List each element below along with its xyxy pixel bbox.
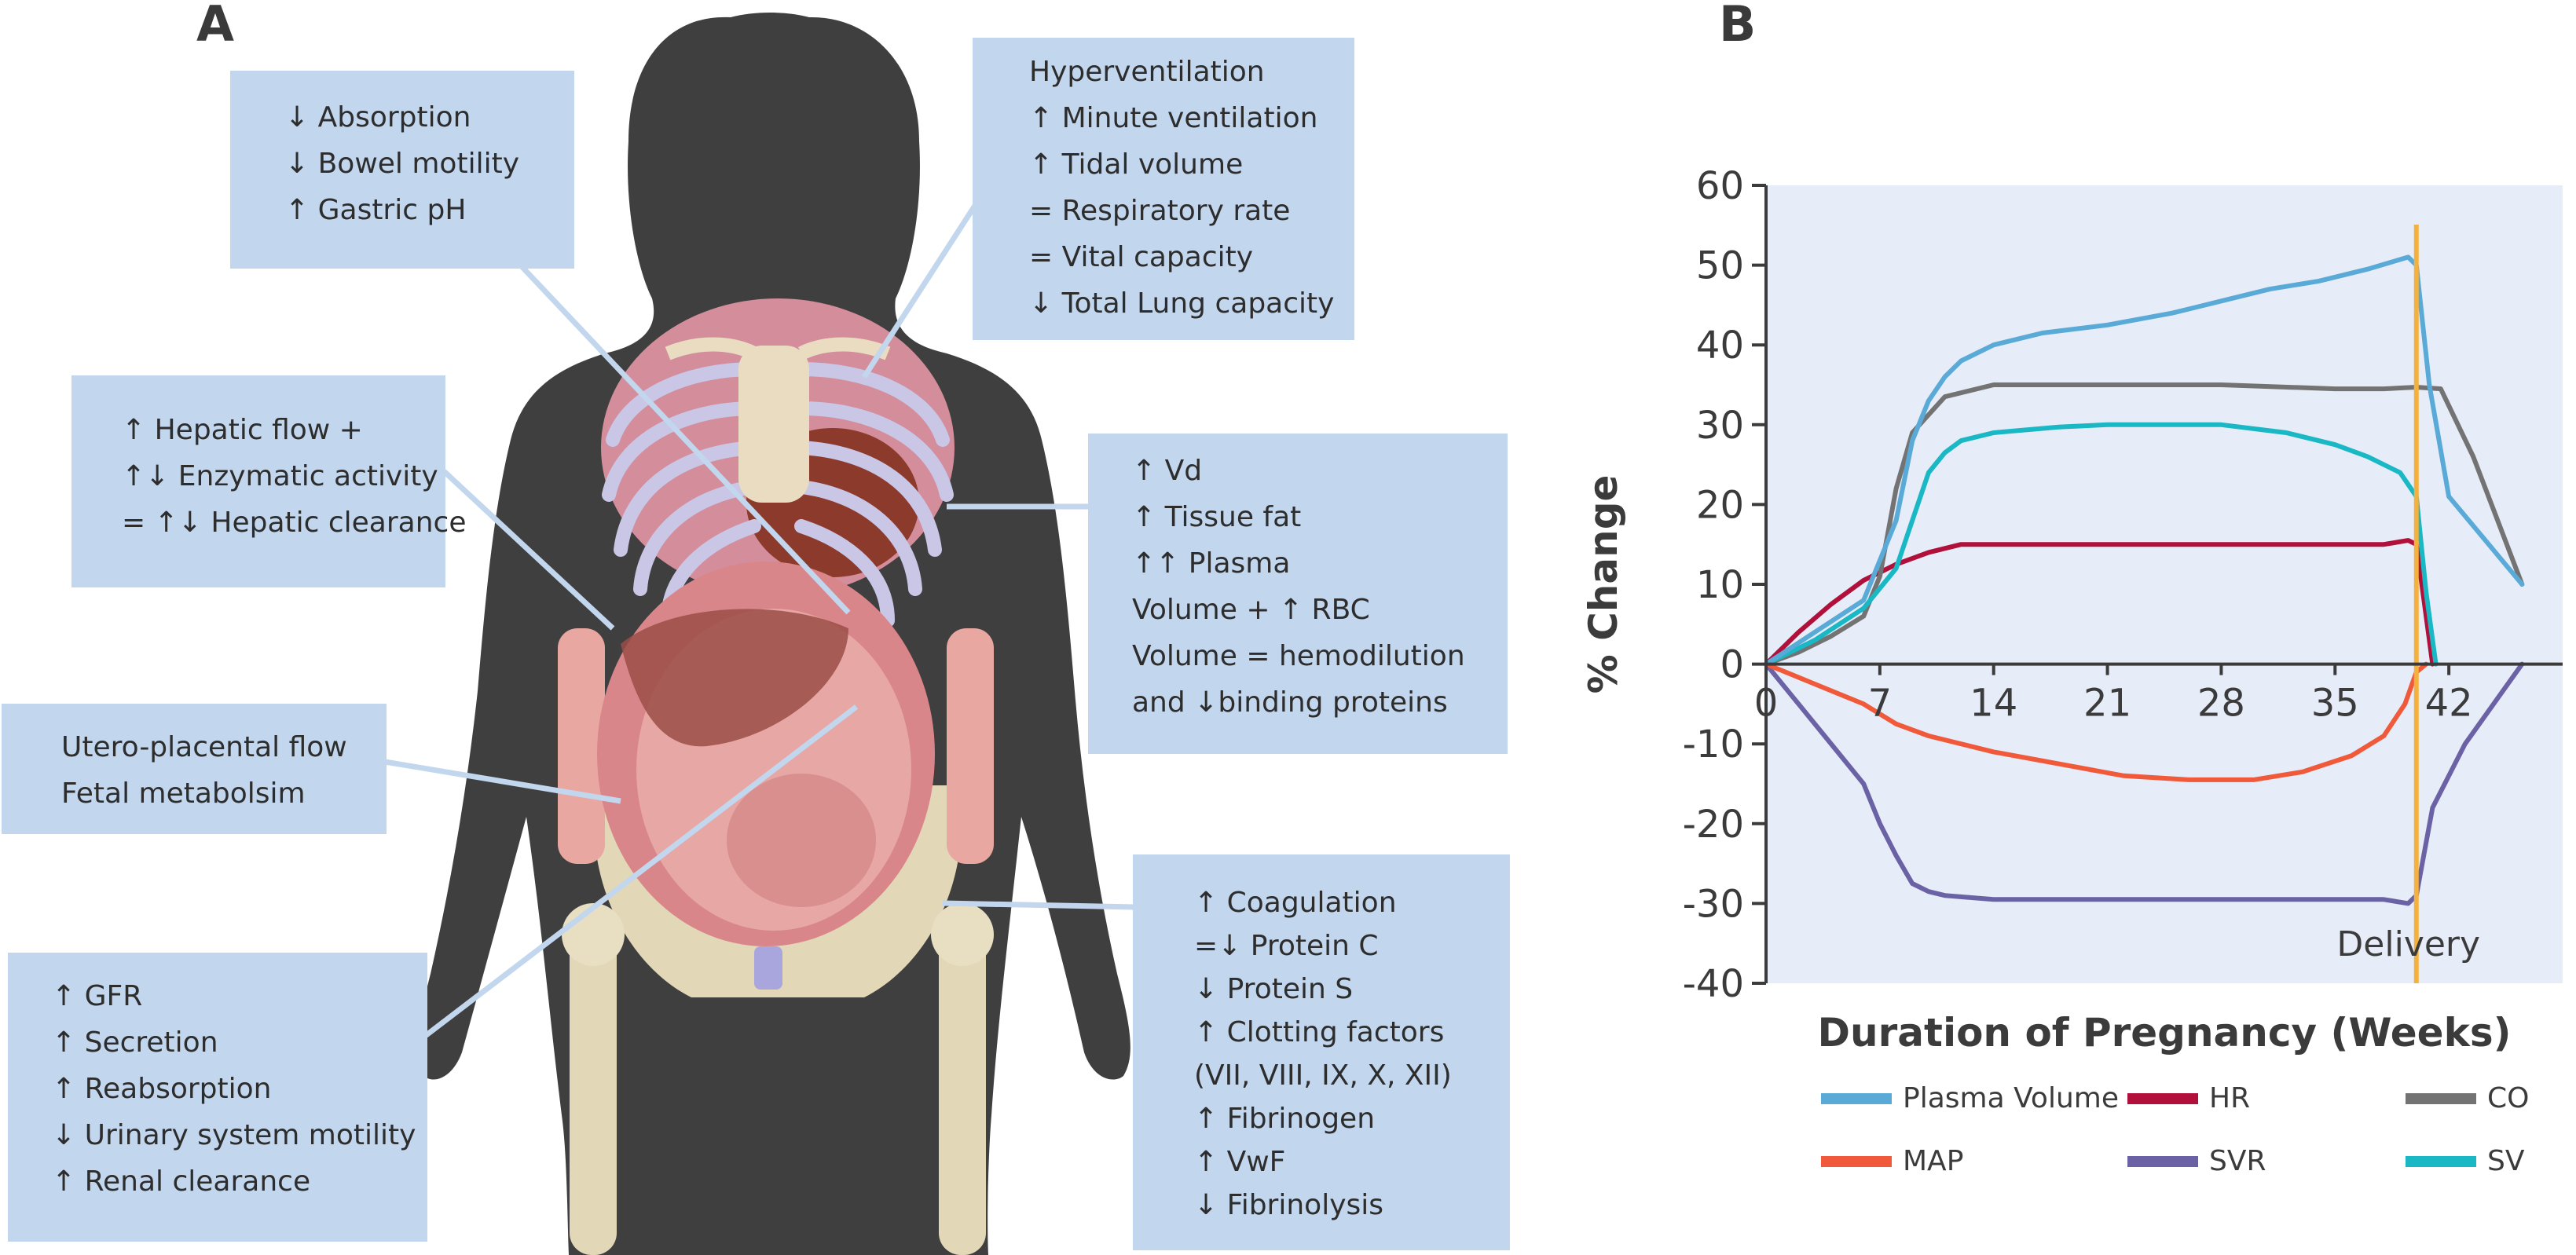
legend-item-map: MAP xyxy=(1821,1145,1963,1177)
vd-box-line: ↑↑ Plasma xyxy=(1132,547,1291,580)
y-tick-label: -30 xyxy=(1683,882,1744,926)
coag-box-line: ↑ Clotting factors xyxy=(1194,1016,1445,1048)
connector-lines xyxy=(384,187,1136,1039)
coag-box-line: (VII, VIII, IX, X, XII) xyxy=(1194,1059,1452,1092)
renal-box-line: ↑ Secretion xyxy=(52,1026,218,1059)
y-tick-label: 40 xyxy=(1696,324,1744,368)
coag-box-line: ↓ Protein S xyxy=(1194,973,1354,1005)
hepatic-box-line: = ↑↓ Hepatic clearance xyxy=(122,507,467,539)
legend-swatch xyxy=(2127,1155,2198,1167)
vd-box-line: Volume = hemodilution xyxy=(1132,640,1465,672)
x-tick-label: 35 xyxy=(2311,682,2359,726)
vd-box-line: ↑ Tissue fat xyxy=(1132,501,1302,533)
series-line-co xyxy=(1764,382,2525,667)
coag-box-line: ↑ Fibrinogen xyxy=(1194,1103,1376,1135)
legend-label: MAP xyxy=(1903,1145,1964,1177)
coag-box-line: ↓ Fibrinolysis xyxy=(1194,1189,1384,1221)
coag-box-line: =↓ Protein C xyxy=(1194,930,1379,962)
legend-item-svr: SVR xyxy=(2127,1145,2266,1177)
gastrointestinal-box: ↓ Absorption ↓ Bowel motility ↑ Gastric pH xyxy=(230,71,574,269)
coag-box-line: ↑ VwF xyxy=(1194,1146,1286,1178)
resp-box-line: ↓ Total Lung capacity xyxy=(1029,287,1335,320)
series-line-map xyxy=(1764,661,2429,782)
legend-item-sv: SV xyxy=(2406,1145,2524,1177)
utero-box-line: Fetal metabolsim xyxy=(61,778,306,810)
x-tick-label: 14 xyxy=(1970,682,2017,726)
coagulation-box: ↑ Coagulation =↓ Protein C ↓ Protein S ↑ Cl… xyxy=(1133,854,1510,1250)
y-tick-label: -40 xyxy=(1683,962,1744,1006)
series-line-sv xyxy=(1764,422,2439,667)
hepatic-box-line: ↑↓ Enzymatic activity xyxy=(122,460,438,492)
x-tick-label: 42 xyxy=(2425,682,2473,726)
renal-box-line: ↑ Renal clearance xyxy=(52,1165,311,1198)
series-line-hr xyxy=(1764,538,2435,667)
y-tick-label: 0 xyxy=(1720,643,1744,687)
x-tick-label: 7 xyxy=(1868,682,1893,726)
legend-item-plasma-volume: Plasma Volume xyxy=(1821,1082,2119,1114)
y-tick-label: -10 xyxy=(1683,723,1744,767)
utero-box-line: Utero-placental flow xyxy=(61,731,347,763)
resp-box-line: ↑ Tidal volume xyxy=(1029,148,1244,181)
legend-item-co: CO xyxy=(2406,1082,2529,1114)
legend-swatch xyxy=(2406,1092,2476,1104)
y-tick-label: 50 xyxy=(1696,244,1744,288)
legend-label: SVR xyxy=(2209,1145,2266,1177)
resp-box-line: = Respiratory rate xyxy=(1029,195,1291,227)
respiratory-box: Hyperventilation ↑ Minute ventilation ↑ Ti… xyxy=(973,38,1354,340)
plot-area xyxy=(1766,185,2563,983)
coag-box-line: ↑ Coagulation xyxy=(1194,887,1397,919)
resp-box-line: = Vital capacity xyxy=(1029,241,1254,273)
legend-label: HR xyxy=(2209,1082,2251,1114)
x-tick-label: 28 xyxy=(2197,682,2245,726)
panel-letter-a: A xyxy=(196,0,234,53)
legend-swatch xyxy=(2127,1092,2198,1104)
gi-box-line: ↓ Absorption xyxy=(285,101,471,134)
y-tick-label: 20 xyxy=(1696,483,1744,527)
uterus-fetus-illustration xyxy=(597,562,935,990)
vd-box-line: and ↓binding proteins xyxy=(1132,686,1448,719)
panel-letter-b: B xyxy=(1719,0,1757,53)
x-tick-label: 21 xyxy=(2083,682,2131,726)
x-tick-label: 0 xyxy=(1754,682,1779,726)
resp-box-line: Hyperventilation xyxy=(1029,56,1265,88)
renal-box-line: ↑ Reabsorption xyxy=(52,1073,272,1105)
hepatic-box-line: ↑ Hepatic flow + xyxy=(122,414,363,446)
renal-box-line: ↓ Urinary system motility xyxy=(52,1119,416,1151)
y-tick-label: 10 xyxy=(1696,563,1744,607)
y-axis-label: % Change xyxy=(1581,475,1626,694)
renal-box: ↑ GFR ↑ Secretion ↑ Reabsorption ↓ Urinary … xyxy=(8,953,427,1242)
resp-box-line: ↑ Minute ventilation xyxy=(1029,102,1318,134)
legend-swatch xyxy=(1821,1092,1892,1104)
gi-box-line: ↑ Gastric pH xyxy=(285,194,467,226)
legend-item-hr: HR xyxy=(2127,1082,2250,1114)
legend-label: Plasma Volume xyxy=(1903,1082,2119,1114)
legend-label: CO xyxy=(2487,1082,2530,1114)
hepatic-box: ↑ Hepatic flow + ↑↓ Enzymatic activity = ↑… xyxy=(71,375,467,587)
delivery-label: Delivery xyxy=(2336,924,2480,964)
legend-swatch xyxy=(2406,1155,2476,1167)
renal-box-line: ↑ GFR xyxy=(52,980,143,1012)
legend-label: SV xyxy=(2487,1145,2525,1177)
y-tick-label: 30 xyxy=(1696,404,1744,448)
vd-box-line: Volume + ↑ RBC xyxy=(1132,594,1370,626)
gi-box-line: ↓ Bowel motility xyxy=(285,148,520,180)
x-axis-label: Duration of Pregnancy (Weeks) xyxy=(1818,1010,2512,1056)
vd-box-line: ↑ Vd xyxy=(1132,455,1203,487)
y-tick-label: 60 xyxy=(1696,164,1744,208)
legend-swatch xyxy=(1821,1155,1892,1167)
y-tick-label: -20 xyxy=(1683,803,1744,847)
